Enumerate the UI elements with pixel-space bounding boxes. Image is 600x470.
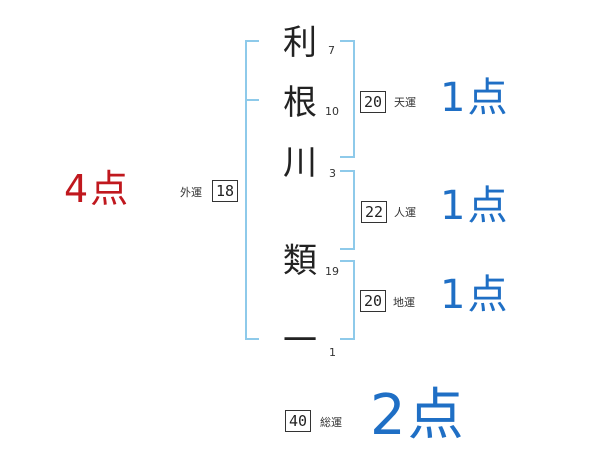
jinkaku-score: 1点 — [440, 183, 510, 229]
stroke-count-1: 7 — [328, 44, 335, 57]
stroke-count-2: 10 — [325, 105, 339, 118]
gaikaku-value-box: 18 — [212, 180, 239, 202]
jinkaku-value-box: 22 — [361, 201, 388, 223]
stroke-count-3: 3 — [329, 167, 336, 180]
stroke-count-4: 19 — [325, 265, 339, 278]
tenkaku-label: 天運 — [394, 96, 416, 109]
name-char-5: 一 — [283, 321, 317, 361]
tenkaku-score: 1点 — [440, 75, 510, 121]
soukaku-label: 総運 — [320, 416, 342, 429]
tenkaku-value-box: 20 — [360, 91, 387, 113]
chikaku-score: 1点 — [440, 272, 510, 318]
stroke-count-5: 1 — [329, 346, 336, 359]
name-char-2: 根 — [283, 83, 317, 123]
name-char-3: 川 — [283, 143, 317, 183]
soukaku-score: 2点 — [370, 383, 466, 448]
name-char-1: 利 — [283, 23, 317, 63]
chikaku-label: 地運 — [393, 296, 415, 309]
gaikaku-score: 4点 — [64, 167, 131, 211]
jinkaku-label: 人運 — [394, 206, 416, 219]
soukaku-value-box: 40 — [285, 410, 312, 432]
chikaku-value-box: 20 — [360, 290, 387, 312]
name-char-4: 類 — [283, 241, 317, 281]
gaikaku-label: 外運 — [180, 186, 202, 199]
